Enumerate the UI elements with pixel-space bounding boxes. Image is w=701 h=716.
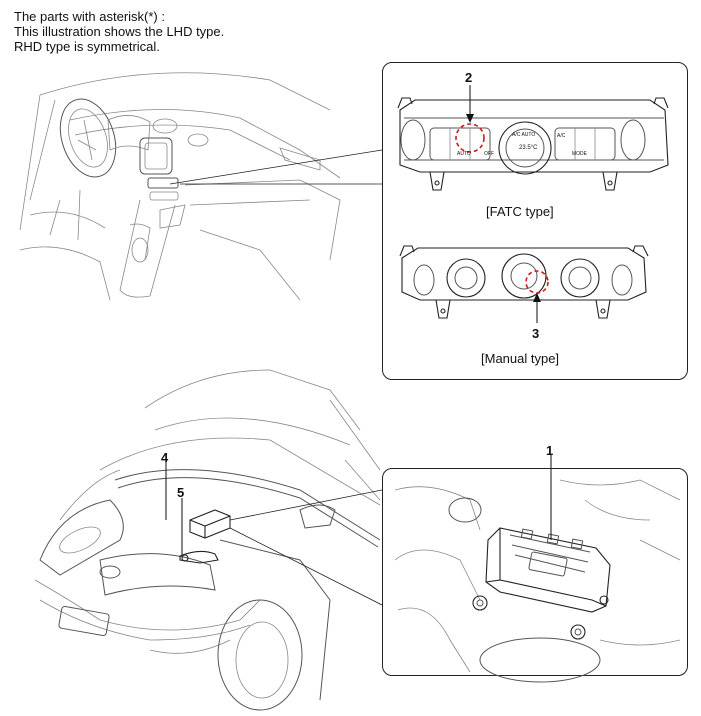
- fatc-mode-button-label: MODE: [572, 151, 587, 157]
- note-line-3: RHD type is symmetrical.: [14, 39, 160, 54]
- fatc-ac-button-label: A/C: [557, 133, 566, 139]
- fatc-center-label: A/C AUTO: [512, 132, 536, 138]
- module-detail-panel: [382, 468, 688, 676]
- note-line-1: The parts with asterisk(*) :: [14, 9, 165, 24]
- climate-control-detail-panel: [382, 62, 688, 380]
- callout-5: 5: [177, 485, 185, 500]
- note-line-2: This illustration shows the LHD type.: [14, 24, 225, 39]
- fatc-temp-readout: 23.5°C: [519, 145, 538, 151]
- callout-2: 2: [465, 70, 473, 85]
- callout-1: 1: [546, 443, 554, 458]
- fatc-off-button-label: OFF: [484, 151, 494, 157]
- fatc-type-caption: [FATC type]: [486, 204, 554, 219]
- callout-3: 3: [532, 326, 540, 341]
- manual-type-caption: [Manual type]: [481, 351, 560, 366]
- fatc-auto-button-label: AUTO: [457, 151, 471, 157]
- parts-note: The parts with asterisk(*) : This illust…: [14, 9, 224, 54]
- callout-4: 4: [161, 450, 169, 465]
